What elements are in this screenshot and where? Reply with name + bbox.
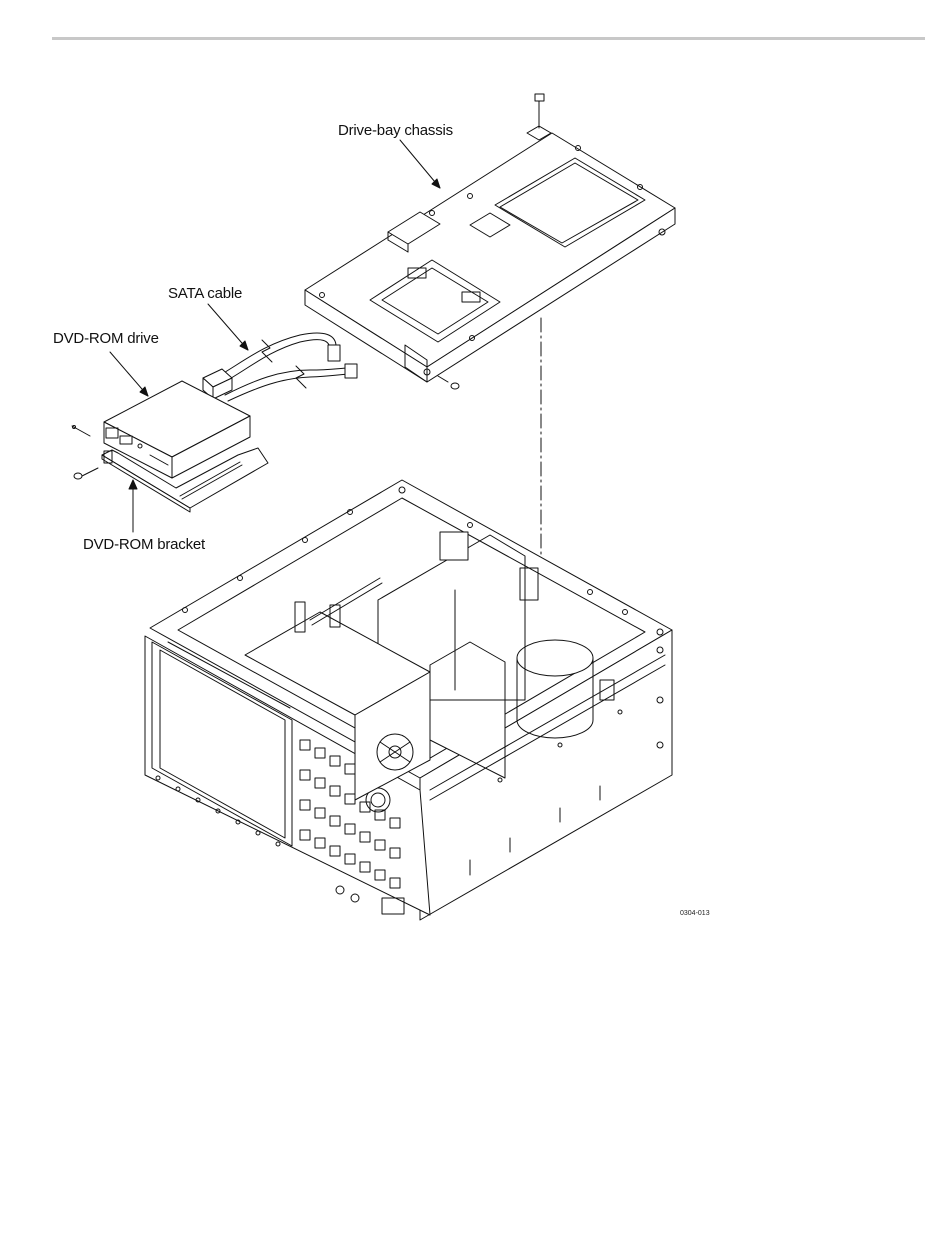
dvd-rom-bracket-leader xyxy=(129,480,137,532)
dvd-rom-drive-label: DVD-ROM drive xyxy=(53,330,159,347)
drive-bay-chassis-leader xyxy=(400,140,440,188)
dvd-rom-bracket-label: DVD-ROM bracket xyxy=(83,536,205,553)
instrument-chassis-part xyxy=(145,480,672,920)
sata-cable-part xyxy=(203,333,357,401)
drive-bay-chassis-label: Drive-bay chassis xyxy=(338,122,453,139)
sata-cable-label: SATA cable xyxy=(168,285,242,302)
sata-cable-leader xyxy=(208,304,248,350)
dvd-rom-drive-leader xyxy=(110,352,148,396)
figure-id-label: 0304-013 xyxy=(680,910,710,917)
